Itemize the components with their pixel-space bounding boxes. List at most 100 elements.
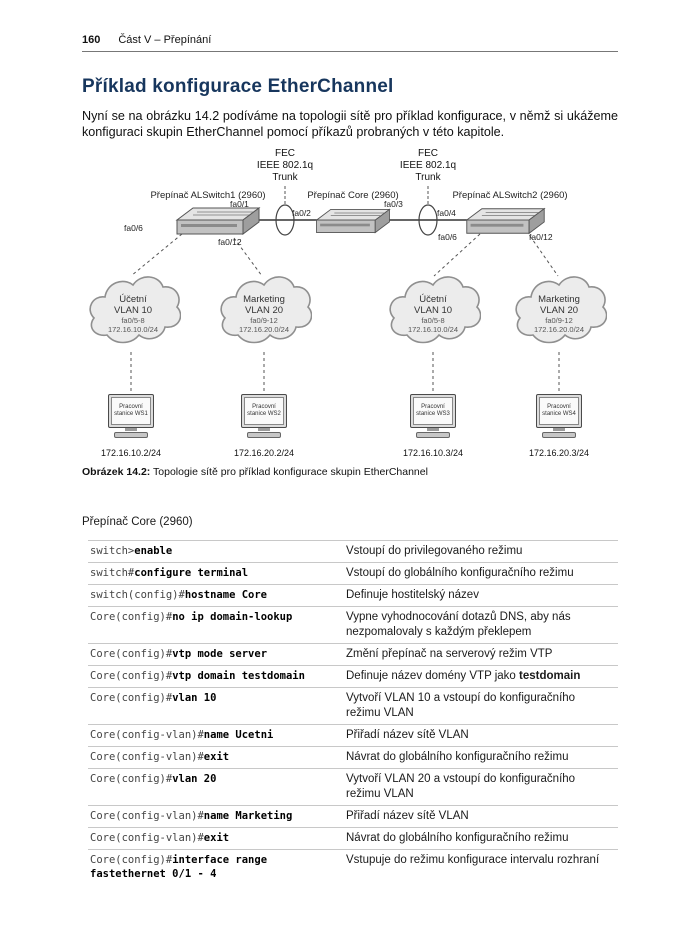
host-ip-label: 172.16.10.2/24 bbox=[100, 448, 162, 458]
fec-label-right: FEC IEEE 802.1q Trunk bbox=[368, 148, 488, 184]
cli-command: switch>enable bbox=[90, 544, 346, 559]
cloud-name: Účetní bbox=[419, 293, 447, 305]
intro-paragraph: Nyní se na obrázku 14.2 podíváme na topo… bbox=[82, 109, 618, 139]
cli-prompt: switch# bbox=[90, 567, 135, 579]
command-description: Vstoupí do privilegovaného režimu bbox=[346, 545, 523, 557]
cli-command: switch#configure terminal bbox=[90, 566, 346, 581]
command-description: Vstoupí do globálního konfiguračního rež… bbox=[346, 567, 574, 579]
figure-caption: Obrázek 14.2: Topologie sítě pro příklad… bbox=[82, 466, 618, 478]
cli-prompt: Core(config)# bbox=[90, 648, 173, 660]
cloud-subnet: 172.16.10.0/24 bbox=[107, 324, 159, 334]
cli-command-text: vtp domain testdomain bbox=[172, 670, 305, 682]
cli-command-text: exit bbox=[203, 832, 230, 844]
cli-prompt: Core(config)# bbox=[90, 773, 173, 785]
cli-command-text: no ip domain-lookup bbox=[172, 611, 293, 623]
fec-text: FEC bbox=[418, 148, 438, 159]
host-ip-label: 172.16.20.2/24 bbox=[233, 448, 295, 458]
monitor-stand bbox=[553, 428, 565, 431]
book-page: 160 Část V – Přepínání Příklad konfigura… bbox=[0, 34, 700, 884]
cloud-ports: fa0/5-8 bbox=[421, 315, 445, 325]
port-label-fa0-2: fa0/2 bbox=[292, 208, 311, 218]
cli-command: Core(config)#interface range fastetherne… bbox=[90, 853, 346, 881]
command-description: Vstupuje do režimu konfigurace intervalu… bbox=[346, 854, 600, 866]
port-label-fa0-4: fa0/4 bbox=[437, 208, 456, 218]
cloud-subnet: 172.16.20.0/24 bbox=[238, 324, 290, 334]
command-description: Změní přepínač na serverový režim VTP bbox=[346, 648, 553, 660]
diagram-wires bbox=[130, 186, 560, 392]
page-header: 160 Část V – Přepínání bbox=[82, 34, 618, 52]
topology-diagram: FEC IEEE 802.1q Trunk FEC IEEE 802.1q Tr… bbox=[0, 146, 700, 464]
switch-icon-core bbox=[313, 205, 393, 237]
port-label-left-fa0-6: fa0/6 bbox=[124, 223, 143, 233]
switch-label-core: Přepínač Core (2960) bbox=[307, 190, 399, 201]
cli-prompt: Core(config)# bbox=[90, 670, 173, 682]
switch-label-alswitch1: Přepínač ALSwitch1 (2960) bbox=[150, 190, 266, 201]
command-description: Přiřadí název sítě VLAN bbox=[346, 810, 469, 822]
cli-command-text: hostname Core bbox=[184, 589, 268, 601]
cli-command: switch(config)#hostname Core bbox=[90, 588, 346, 603]
figure-caption-text: Topologie sítě pro příklad konfigurace s… bbox=[150, 466, 428, 478]
cloud-name: Marketing bbox=[538, 293, 580, 305]
cli-prompt: Core(config)# bbox=[90, 692, 173, 704]
command-description-bold: testdomain bbox=[519, 670, 581, 682]
switch-cloud-link bbox=[529, 235, 559, 277]
workstation-label-line2: stanice WS2 bbox=[247, 411, 281, 417]
port-label-fa0-1: fa0/1 bbox=[230, 199, 249, 209]
cli-prompt: Core(config-vlan)# bbox=[90, 810, 204, 822]
cloud-icon bbox=[220, 276, 312, 344]
cloud-icon bbox=[389, 276, 481, 344]
fec-text: IEEE 802.1q bbox=[256, 160, 314, 171]
cli-command: Core(config)#vlan 10 bbox=[90, 691, 346, 721]
cloud-ports: fa0/5-8 bbox=[121, 315, 145, 325]
switch-cloud-link bbox=[433, 233, 481, 277]
command-description: Vytvoří VLAN 10 a vstoupí do konfiguračn… bbox=[346, 692, 576, 719]
workstation-label-line1: Pracovní bbox=[421, 404, 445, 410]
chapter-title: Část V – Přepínání bbox=[118, 34, 212, 46]
cli-prompt: Core(config-vlan)# bbox=[90, 729, 204, 741]
cli-prompt: Core(config-vlan)# bbox=[90, 751, 204, 763]
fec-bundle-ellipse bbox=[418, 204, 438, 236]
cli-command: Core(config-vlan)#exit bbox=[90, 750, 346, 765]
fec-text: Trunk bbox=[415, 172, 441, 183]
switch-cloud-link bbox=[233, 237, 263, 277]
cli-command-text: name Ucetni bbox=[203, 729, 274, 741]
switch-cloud-link bbox=[130, 233, 183, 277]
fec-text: Trunk bbox=[272, 172, 298, 183]
cli-command-text: vlan 20 bbox=[172, 773, 217, 785]
cli-command: Core(config-vlan)#name Marketing bbox=[90, 809, 346, 824]
workstation-label-line1: Pracovní bbox=[252, 404, 276, 410]
port-label-fa0-3: fa0/3 bbox=[384, 199, 403, 209]
cli-command: Core(config)#vtp domain testdomain bbox=[90, 669, 346, 684]
command-description: Vypne vyhodnocování dotazů DNS, aby nás … bbox=[346, 611, 571, 638]
cli-command-text: exit bbox=[203, 751, 230, 763]
cloud-vlan: VLAN 20 bbox=[244, 304, 284, 316]
config-row: Core(config)#interface range fastetherne… bbox=[88, 849, 618, 884]
cloud-name: Marketing bbox=[243, 293, 285, 305]
cli-prompt: Core(config)# bbox=[90, 854, 173, 866]
cli-command: Core(config-vlan)#name Ucetni bbox=[90, 728, 346, 743]
cloud-vlan: VLAN 10 bbox=[113, 304, 153, 316]
